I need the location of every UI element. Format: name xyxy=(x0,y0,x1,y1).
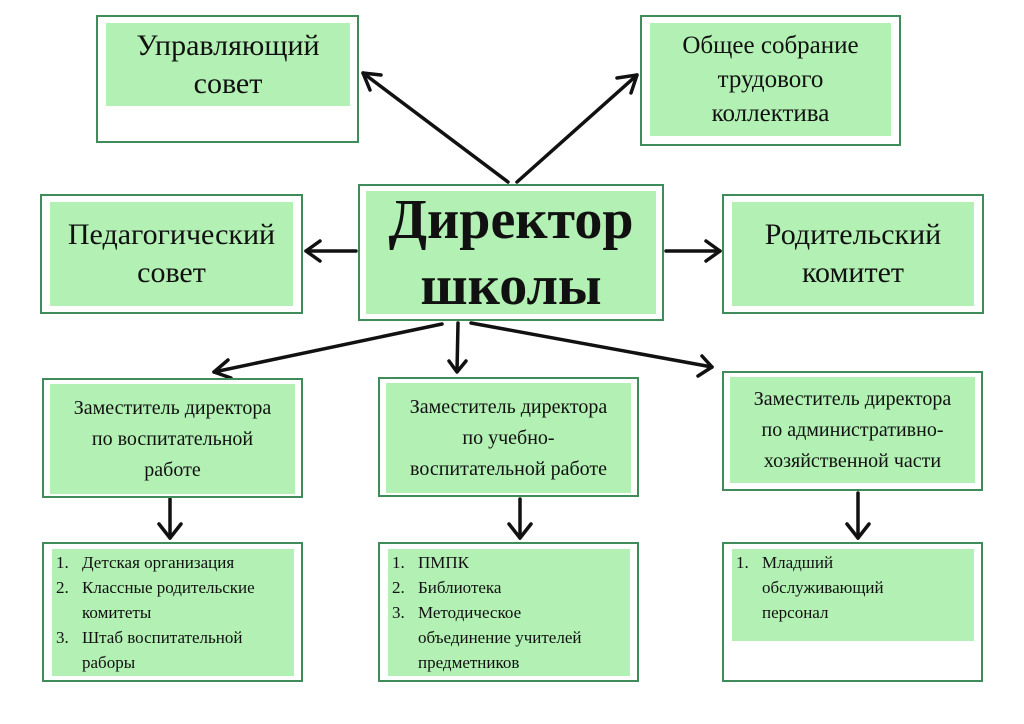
deputy-administrative-label: Заместитель директора по административно… xyxy=(730,377,975,483)
arrow-deputy-upbringing-to-list xyxy=(157,497,183,540)
list-item-text: раборы xyxy=(82,653,136,672)
list-item: 3. Методическое объединение учителей предме… xyxy=(392,600,632,675)
deputy-administrative-list: 1. Младший обслуживающий персонал xyxy=(736,550,976,625)
list-item-text: обслуживающий xyxy=(762,578,884,597)
deputy-education-label: Заместитель директора по учебно- воспита… xyxy=(386,383,631,493)
arrow-director-to-governing-council xyxy=(361,71,510,184)
deputy-education-box: Заместитель директора по учебно- воспита… xyxy=(378,377,639,497)
deputy-education-list-fill xyxy=(388,549,630,676)
pedagogical-council-box: Педагогический совет xyxy=(40,194,303,314)
label-line: по воспитательной xyxy=(91,427,254,450)
governing-council-box: Управляющий совет xyxy=(96,15,359,143)
deputy-administrative-list-fill xyxy=(732,549,974,641)
list-item-text: Библиотека xyxy=(418,578,502,597)
label-line: Заместитель директора xyxy=(753,387,952,410)
deputy-upbringing-list-box: 1. Детская организация 2. Классные родител… xyxy=(42,542,303,682)
label-line: коллектива xyxy=(711,99,830,127)
parent-committee-box: Родительский комитет xyxy=(722,194,984,314)
list-item-text: Младший xyxy=(762,553,834,572)
label-line: Педагогический xyxy=(67,218,276,251)
list-item: 2. Библиотека xyxy=(392,575,632,600)
director-box: Директор школы xyxy=(358,184,664,321)
list-item-text: комитеты xyxy=(82,603,152,622)
label-line: Директор xyxy=(388,188,634,251)
list-item-number: 3. xyxy=(56,628,69,647)
deputy-administrative-box: Заместитель директора по административно… xyxy=(722,371,983,491)
list-item-number: 3. xyxy=(392,603,405,622)
list-item: 1. Детская организация xyxy=(56,550,296,575)
pedagogical-council-label: Педагогический совет xyxy=(50,202,293,306)
list-item-number: 1. xyxy=(736,553,749,572)
list-item-text: объединение учителей xyxy=(418,628,582,647)
deputy-administrative-list-box: 1. Младший обслуживающий персонал xyxy=(722,542,983,682)
arrow-director-to-deputy-administrative xyxy=(469,321,714,378)
deputy-upbringing-box: Заместитель директора по воспитательной … xyxy=(42,378,303,498)
arrow-director-to-deputy-education xyxy=(447,321,468,374)
list-item-text: предметников xyxy=(418,653,520,672)
list-item-number: 2. xyxy=(392,578,405,597)
general-meeting-box: Общее собрание трудового коллектива xyxy=(640,15,901,146)
label-line: воспитательной работе xyxy=(410,457,607,480)
arrow-deputy-administrative-to-list xyxy=(845,491,871,540)
list-item-number: 1. xyxy=(392,553,405,572)
label-line: по учебно- xyxy=(462,426,555,449)
label-line: Родительский xyxy=(764,218,942,251)
deputy-upbringing-list: 1. Детская организация 2. Классные родител… xyxy=(56,550,296,675)
list-item-text: Классные родительские xyxy=(82,578,255,597)
label-line: по административно- xyxy=(761,418,944,441)
arrow-director-to-pedagogical-council xyxy=(304,239,358,263)
label-line: хозяйственной части xyxy=(763,449,942,472)
arrow-director-to-deputy-upbringing xyxy=(212,322,444,380)
list-item-text: персонал xyxy=(762,603,829,622)
list-item: 3. Штаб воспитательной раборы xyxy=(56,625,296,675)
list-item: 1. Младший обслуживающий персонал xyxy=(736,550,976,625)
label-line: совет xyxy=(137,256,206,289)
label-line: Управляющий xyxy=(136,28,320,62)
list-item-text: Методическое xyxy=(418,603,522,622)
deputy-upbringing-list-fill xyxy=(52,549,294,676)
arrow-director-to-general-meeting xyxy=(515,73,639,184)
list-item: 1. ПМПК xyxy=(392,550,632,575)
governing-council-label: Управляющий совет xyxy=(106,23,350,106)
label-line: совет xyxy=(193,66,263,100)
label-line: Общее собрание xyxy=(682,31,859,59)
general-meeting-label: Общее собрание трудового коллектива xyxy=(650,23,891,136)
list-item-number: 2. xyxy=(56,578,69,597)
arrow-deputy-education-to-list xyxy=(507,497,533,540)
deputy-education-list-box: 1. ПМПК 2. Библиотека 3. Методическое объеди… xyxy=(378,542,639,682)
list-item-text: Штаб воспитательной xyxy=(82,628,243,647)
label-line: Заместитель директора xyxy=(73,396,272,419)
parent-committee-label: Родительский комитет xyxy=(732,202,974,306)
label-line: школы xyxy=(420,254,602,317)
deputy-upbringing-label: Заместитель директора по воспитательной … xyxy=(50,384,295,494)
label-line: работе xyxy=(144,458,201,481)
deputy-education-list: 1. ПМПК 2. Библиотека 3. Методическое объеди… xyxy=(392,550,632,675)
list-item: 2. Классные родительские комитеты xyxy=(56,575,296,625)
arrow-director-to-parent-committee xyxy=(664,239,722,263)
director-label: Директор школы xyxy=(366,189,656,317)
list-item-text: Детская организация xyxy=(82,553,235,572)
list-item-number: 1. xyxy=(56,553,69,572)
label-line: комитет xyxy=(801,256,905,289)
label-line: Заместитель директора xyxy=(409,395,608,418)
list-item-text: ПМПК xyxy=(418,553,470,572)
label-line: трудового xyxy=(717,65,824,93)
